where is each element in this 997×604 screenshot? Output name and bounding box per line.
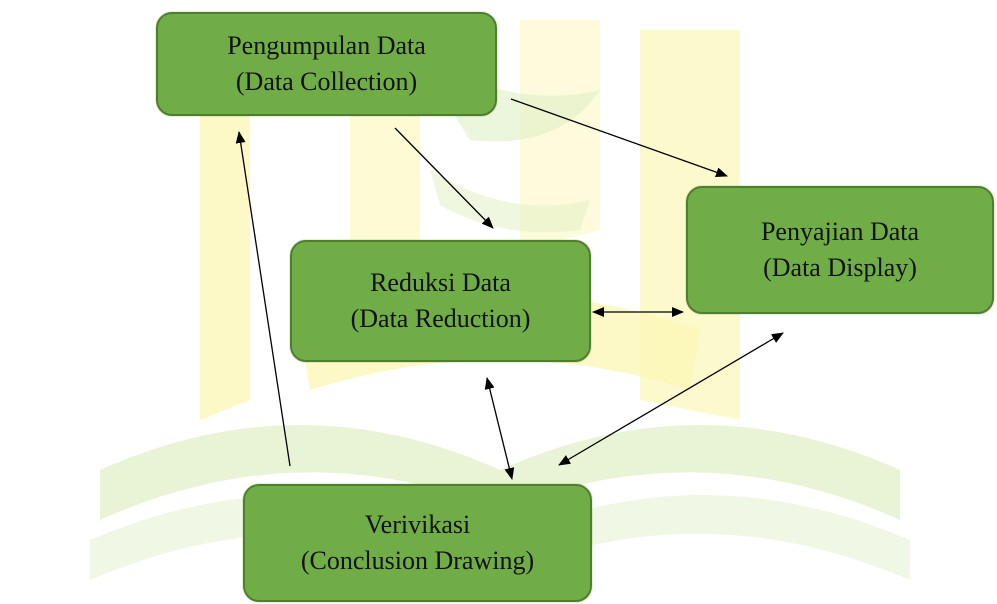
node-subtitle: (Data Display) <box>763 253 917 282</box>
node-conclusion-drawing: Verivikasi (Conclusion Drawing) <box>243 484 592 602</box>
node-data-display: Penyajian Data (Data Display) <box>686 186 994 314</box>
node-title: Verivikasi <box>364 510 471 539</box>
node-subtitle: (Data Collection) <box>235 67 418 96</box>
node-data-collection: Pengumpulan Data (Data Collection) <box>156 12 497 116</box>
arrow-display-verification <box>558 332 784 466</box>
node-title: Pengumpulan Data <box>227 31 426 60</box>
node-title: Penyajian Data <box>760 217 920 246</box>
arrow-reduction-verification <box>484 377 515 480</box>
node-data-reduction: Reduksi Data (Data Reduction) <box>290 240 591 362</box>
arrow-collection-to-display <box>510 98 728 178</box>
arrow-verification-to-collection <box>235 131 291 467</box>
arrow-collection-to-reduction <box>394 127 494 229</box>
node-subtitle: (Conclusion Drawing) <box>300 546 535 575</box>
node-title: Reduksi Data <box>370 268 511 297</box>
node-subtitle: (Data Reduction) <box>350 304 531 333</box>
